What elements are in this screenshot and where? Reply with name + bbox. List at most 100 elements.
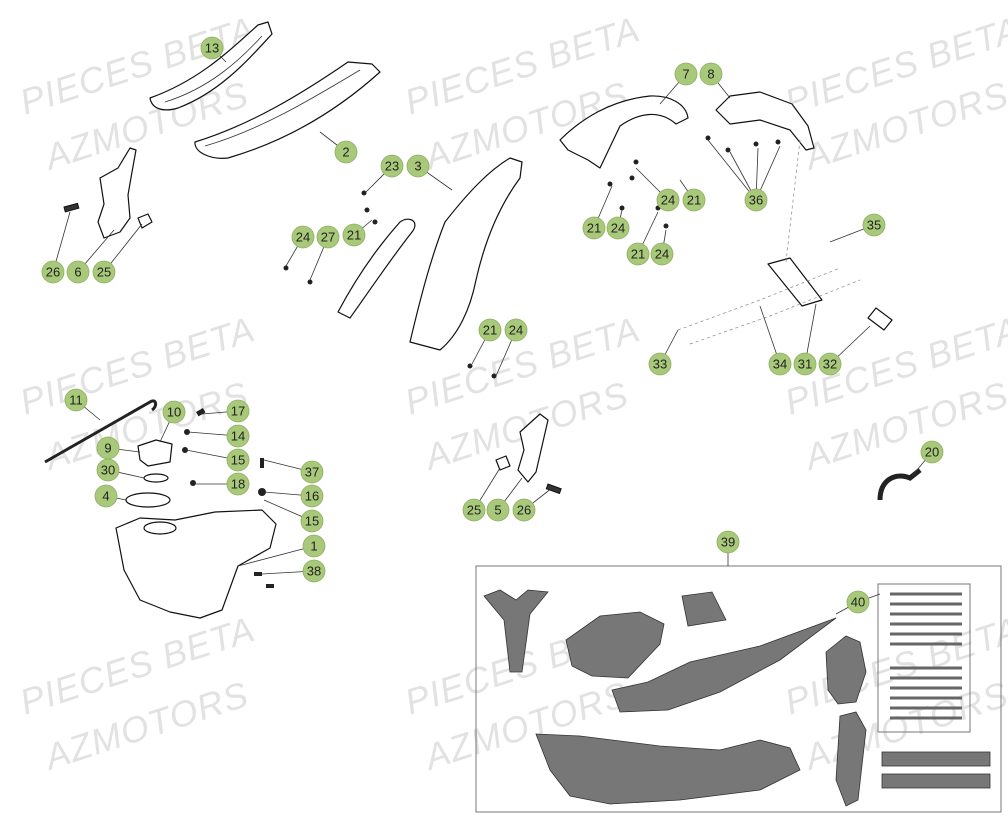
rim-stripes-frame <box>877 583 971 733</box>
callout-badge: 16 <box>300 484 324 508</box>
svg-text:24: 24 <box>509 323 523 338</box>
svg-text:36: 36 <box>749 193 763 208</box>
svg-text:32: 32 <box>823 357 837 372</box>
fuel-tank-part <box>115 509 277 619</box>
callout-badge: 25 <box>462 498 486 522</box>
callout-badge: 23 <box>380 154 404 178</box>
svg-text:26: 26 <box>46 265 60 280</box>
svg-text:11: 11 <box>69 393 83 408</box>
svg-text:13: 13 <box>205 41 219 56</box>
svg-text:5: 5 <box>494 503 501 518</box>
svg-text:20: 20 <box>925 445 939 460</box>
callout-badge: 9 <box>96 436 120 460</box>
svg-text:24: 24 <box>655 247 669 262</box>
callout-badge: 24 <box>291 225 315 249</box>
svg-text:34: 34 <box>773 357 787 372</box>
right-bushing-part <box>495 455 511 471</box>
right-bracket-part <box>517 413 549 483</box>
seat-part <box>194 61 381 159</box>
svg-text:21: 21 <box>483 323 497 338</box>
svg-text:4: 4 <box>102 489 109 504</box>
svg-text:16: 16 <box>305 489 319 504</box>
svg-text:27: 27 <box>321 230 335 245</box>
svg-text:31: 31 <box>798 357 812 372</box>
filler-neck-part <box>143 521 177 535</box>
callout-badge: 30 <box>96 458 120 482</box>
callout-badge: 26 <box>41 260 65 284</box>
svg-text:15: 15 <box>231 453 245 468</box>
tank-fastener-group <box>182 407 274 588</box>
svg-text:39: 39 <box>721 535 735 550</box>
svg-text:24: 24 <box>661 193 675 208</box>
rim-stripes-part <box>890 592 962 720</box>
front-mudguard-part <box>559 95 689 169</box>
callout-badge: 10 <box>162 400 186 424</box>
side-panel-part <box>409 157 523 351</box>
callout-badge: 18 <box>226 472 250 496</box>
callout-badge: 40 <box>846 590 870 614</box>
bolt-part <box>63 202 80 213</box>
side-panel-inner-part <box>337 218 416 319</box>
callout-badge: 15 <box>300 509 324 533</box>
callout-badge: 36 <box>744 188 768 212</box>
svg-text:38: 38 <box>307 564 321 579</box>
svg-text:30: 30 <box>101 463 115 478</box>
svg-text:23: 23 <box>385 159 399 174</box>
callout-badge: 17 <box>226 399 250 423</box>
seat-cover-part <box>149 21 273 111</box>
decal-kit-frame <box>475 565 1002 813</box>
callout-badge: 24 <box>606 216 630 240</box>
callout-badge: 24 <box>504 318 528 342</box>
reflector-part <box>867 307 893 331</box>
breather-pipe-part <box>44 399 158 464</box>
gasket-ring-part <box>125 492 171 508</box>
callout-badge: 20 <box>920 440 944 464</box>
hose-clamp-part <box>877 468 922 501</box>
number-plate-part <box>767 257 823 307</box>
callout-badge: 5 <box>486 498 510 522</box>
small-bolts-group <box>283 190 497 379</box>
svg-text:21: 21 <box>631 247 645 262</box>
callout-badge: 21 <box>682 188 706 212</box>
callout-badge: 7 <box>674 62 698 86</box>
callout-badge: 4 <box>94 484 118 508</box>
callout-badge: 1 <box>302 534 326 558</box>
svg-text:9: 9 <box>104 441 111 456</box>
svg-text:25: 25 <box>97 265 111 280</box>
callout-badge: 21 <box>626 242 650 266</box>
svg-text:1: 1 <box>310 539 317 554</box>
callout-badge: 31 <box>793 352 817 376</box>
svg-text:14: 14 <box>231 429 245 444</box>
svg-text:24: 24 <box>296 230 310 245</box>
callout-badge: 3 <box>406 154 430 178</box>
tank-cap-part <box>137 439 173 467</box>
callout-badge: 39 <box>716 530 740 554</box>
svg-text:26: 26 <box>517 503 531 518</box>
callout-badge: 21 <box>582 216 606 240</box>
callout-badge: 14 <box>226 424 250 448</box>
callout-badge: 27 <box>316 225 340 249</box>
svg-text:18: 18 <box>231 477 245 492</box>
svg-text:21: 21 <box>347 228 361 243</box>
left-bracket-part <box>97 147 137 239</box>
svg-text:37: 37 <box>305 465 319 480</box>
fastener-group <box>607 135 781 229</box>
callout-badge: 24 <box>656 188 680 212</box>
svg-text:40: 40 <box>851 595 865 610</box>
svg-text:25: 25 <box>467 503 481 518</box>
svg-text:15: 15 <box>305 514 319 529</box>
callout-badge: 15 <box>226 448 250 472</box>
callout-badge: 13 <box>200 36 224 60</box>
svg-text:21: 21 <box>587 221 601 236</box>
callouts-group: 13 2 23 3 24 27 21 26 6 25 7 8 24 21 36 … <box>41 36 944 614</box>
callout-badge: 21 <box>342 223 366 247</box>
callout-badge: 24 <box>650 242 674 266</box>
svg-text:3: 3 <box>414 159 421 174</box>
svg-text:6: 6 <box>74 265 81 280</box>
callout-badge: 11 <box>64 388 88 412</box>
cap-seal-part <box>143 473 169 483</box>
svg-text:10: 10 <box>167 405 181 420</box>
callout-badge: 38 <box>302 559 326 583</box>
right-bolt-part <box>545 483 562 495</box>
